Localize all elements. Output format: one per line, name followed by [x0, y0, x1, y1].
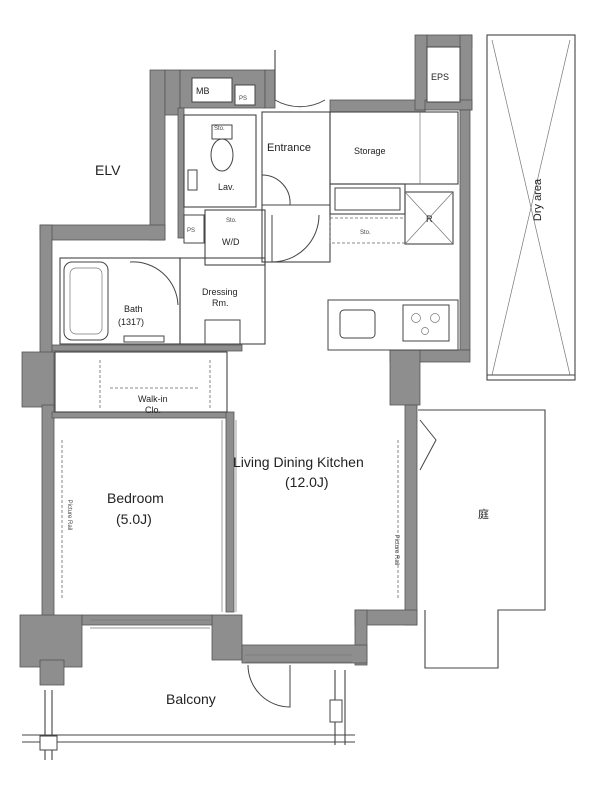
bath-label: Bath	[124, 304, 143, 314]
lav-label: Lav.	[218, 182, 234, 192]
ps-side-label: PS	[187, 228, 195, 234]
bath-size-label: (1317)	[118, 317, 144, 327]
ldk-label: Living Dining Kitchen	[233, 454, 364, 470]
walkin-label-1: Walk-in	[138, 394, 168, 404]
mb-label: MB	[196, 86, 210, 96]
ldk-size-label: (12.0J)	[285, 474, 329, 490]
balcony-railing	[22, 670, 355, 760]
balcony-label: Balcony	[166, 691, 216, 707]
elv-label: ELV	[95, 162, 121, 178]
sto-lav-label: Sto.	[214, 126, 225, 132]
walkin-label-2: Clo.	[145, 405, 161, 415]
wd-label: W/D	[222, 237, 240, 247]
entrance-label: Entrance	[267, 142, 311, 154]
picture-rail-bedroom-label: Picture Rail	[66, 500, 72, 531]
fridge-label: R	[426, 214, 433, 224]
storage-label: Storage	[354, 146, 386, 156]
dressing-label-1: Dressing	[202, 287, 238, 297]
bedroom-label: Bedroom	[107, 490, 164, 506]
room-labels: ELV MB PS PS EPS Entrance Storage Lav. W…	[66, 72, 449, 707]
picture-rail-ldk-label: Picture Rail	[393, 535, 399, 566]
doors	[129, 50, 437, 708]
interior-lines	[54, 46, 461, 663]
garden-label: 庭	[478, 507, 489, 521]
dry-area: Dry area	[486, 34, 576, 381]
dry-area-label: Dry area	[532, 178, 544, 221]
sto-wd-label: Sto.	[226, 218, 237, 224]
walls	[19, 34, 473, 686]
bedroom-size-label: (5.0J)	[116, 511, 152, 527]
sto-kitchen-label: Sto.	[360, 230, 371, 236]
eps-label: EPS	[431, 72, 449, 82]
garden: 庭	[418, 409, 546, 669]
dressing-label-2: Rm.	[212, 298, 229, 308]
ps-top-label: PS	[239, 96, 247, 102]
